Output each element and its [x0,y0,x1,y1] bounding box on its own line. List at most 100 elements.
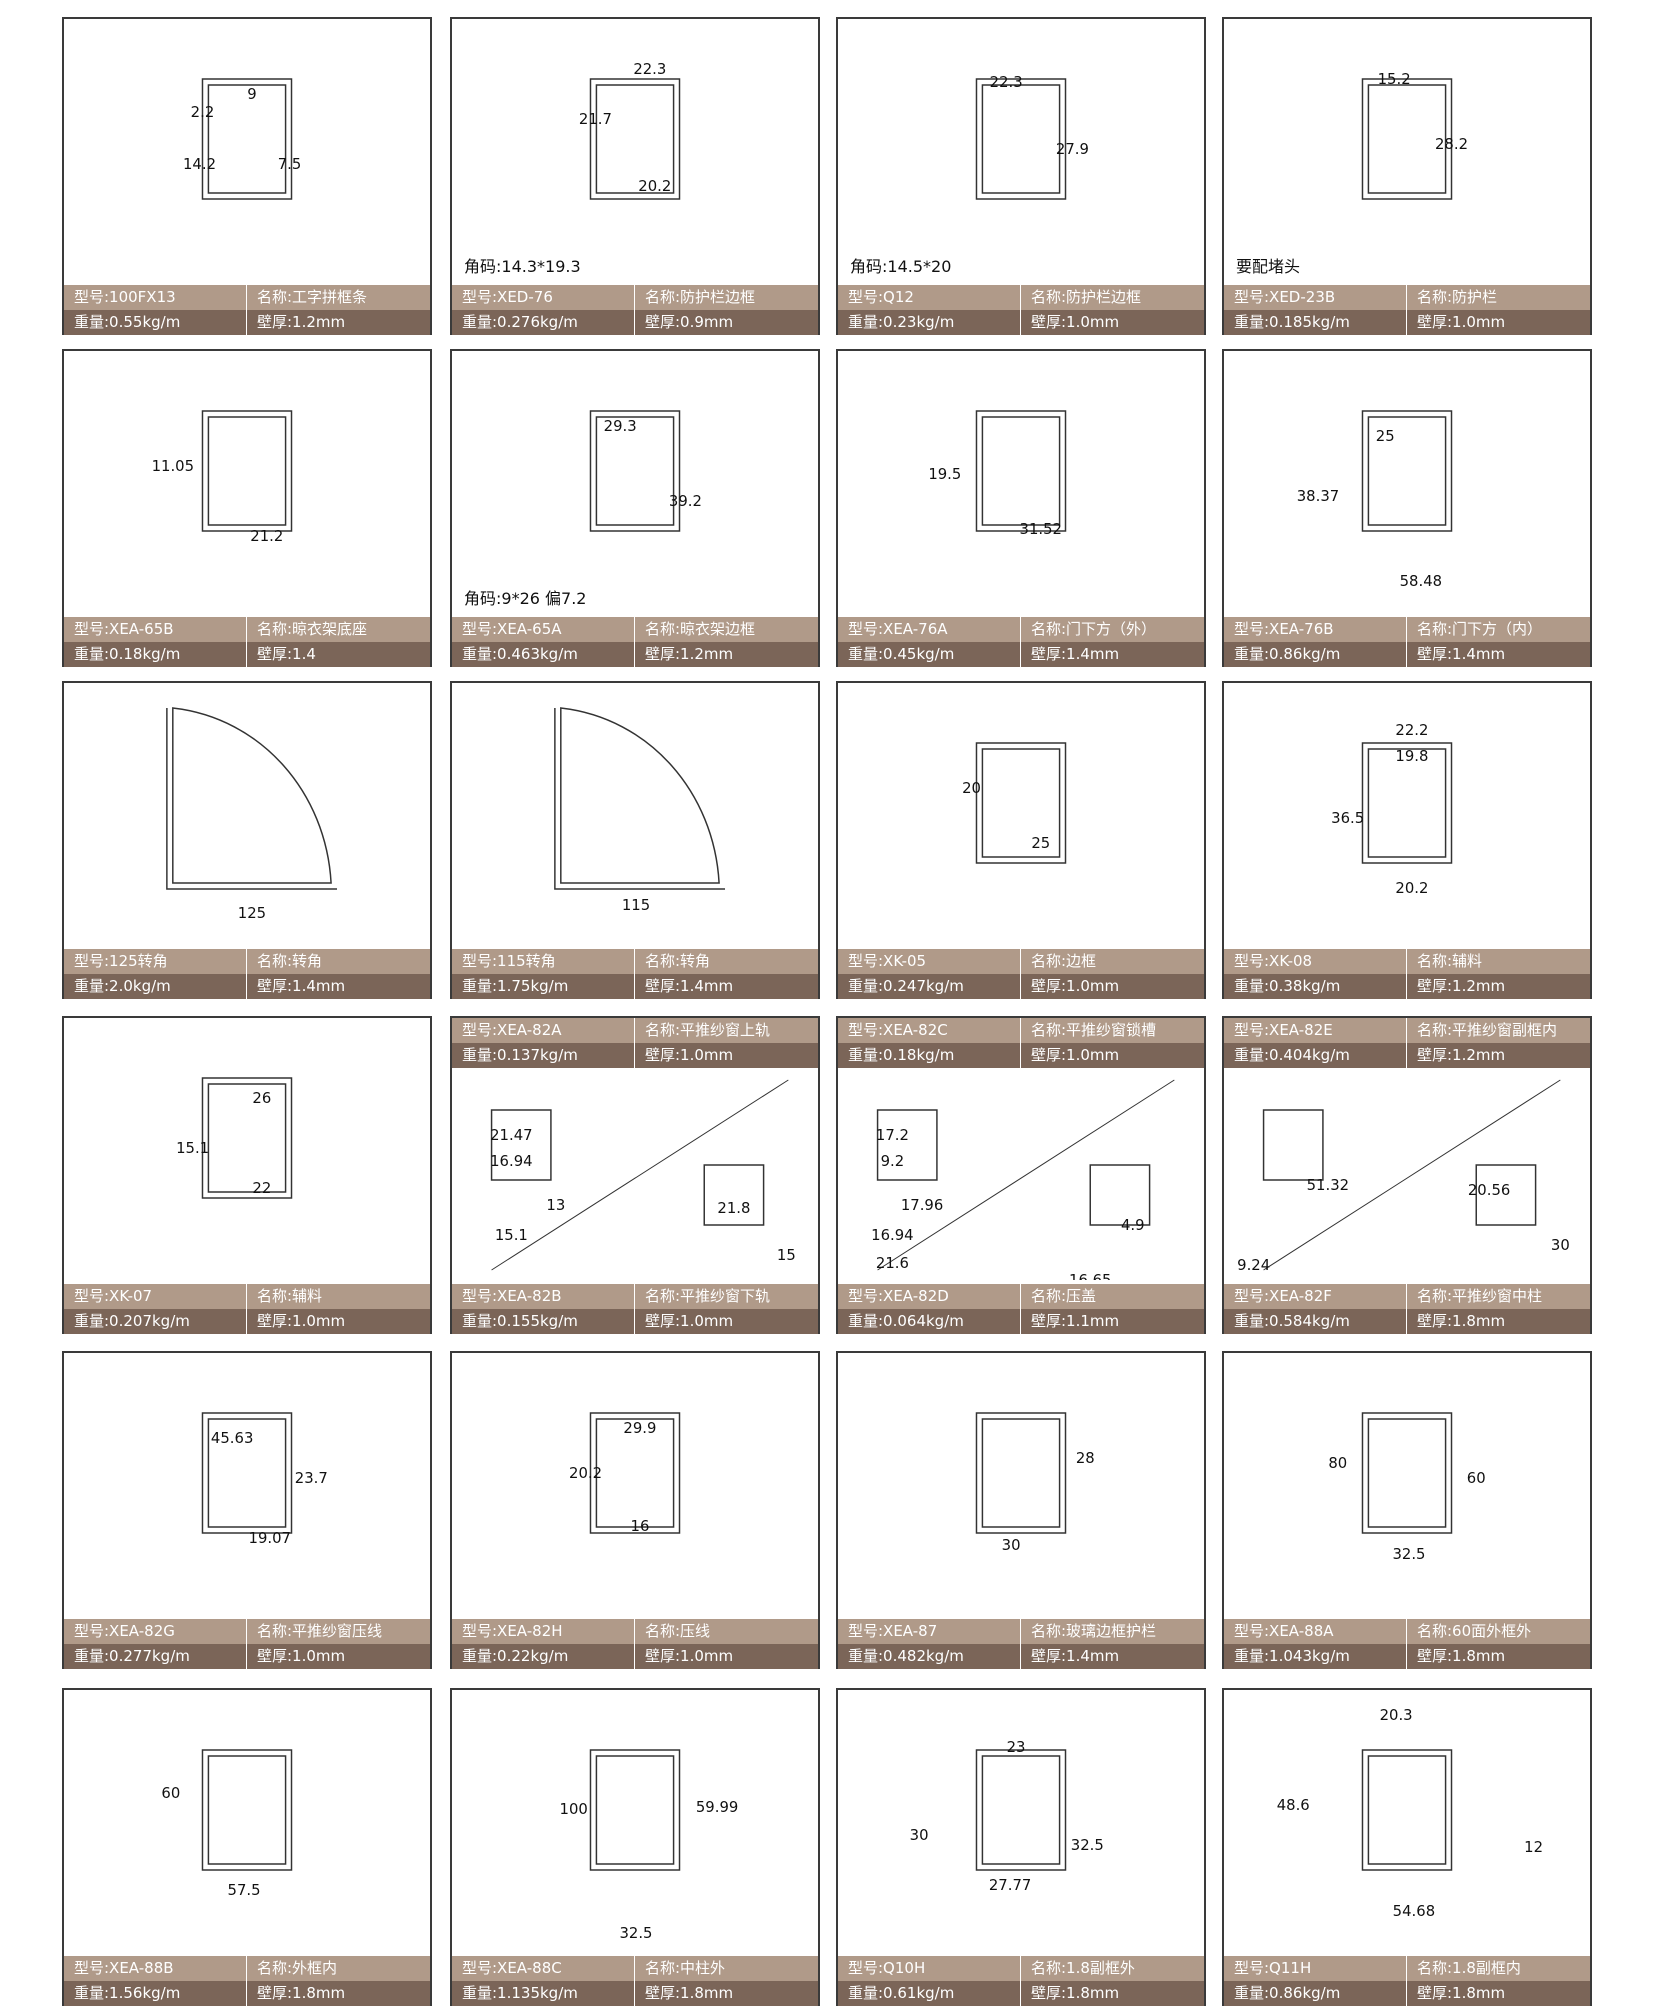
profile-drawing: 115 [452,683,818,941]
weight-label: 重量:1.043kg/m [1224,1644,1407,1669]
name-label: 名称:平推纱窗压线 [257,1622,383,1640]
dimension-label: 16.94 [490,1152,532,1170]
profile-svg: 22.3 27.9 [975,73,1089,200]
dimension-label: 25 [1376,427,1395,445]
dimension-label: 17.96 [901,1196,943,1214]
thickness-label: 壁厚:1.2mm [645,645,734,663]
dimension-label: 28.2 [1435,135,1468,153]
profile-note: 角码:9*26 偏7.2 [464,589,587,608]
profile-note: 角码:14.5*20 [850,257,952,276]
thickness-label: 壁厚:1.0mm [1031,977,1120,995]
dimension-label: 27.9 [1056,140,1089,158]
dimension-label: 9.24 [1237,1256,1270,1274]
name-label: 名称:平推纱窗副框内 [1417,1021,1558,1039]
dimension-label: 9 [247,85,256,103]
dimension-label: 20 [962,779,981,797]
dimension-label: 16.65 [1069,1271,1111,1280]
model-label: 型号:115转角 [452,949,635,974]
model-label: 型号:XEA-82F [1224,1284,1407,1309]
thickness-label: 壁厚:1.0mm [1031,1046,1120,1064]
model-label: 型号:XEA-65A [452,617,635,642]
dimension-label: 30 [1002,1536,1021,1554]
weight-label: 重量:0.45kg/m [838,642,1021,667]
spec-bar: 型号:115转角名称:转角 [452,949,818,974]
dimension-label: 45.63 [211,1429,253,1447]
thickness-label: 壁厚:1.0mm [645,1312,734,1330]
dimension-label: 22.3 [990,73,1023,91]
thickness-label: 壁厚:1.4mm [1031,1647,1120,1665]
dimension-label: 22 [252,1179,271,1197]
dimension-label: 26 [252,1089,271,1107]
thickness-label: 壁厚:1.8mm [257,1984,346,2002]
dimension-label: 21.7 [579,110,612,128]
weight-label: 重量:0.276kg/m [452,310,635,335]
profile-note: 角码:14.3*19.3 [464,257,581,276]
weight-label: 重量:0.86kg/m [1224,642,1407,667]
weight-label: 重量:0.064kg/m [838,1309,1021,1334]
model-label: 型号:XEA-76B [1224,617,1407,642]
dimension-label: 15.2 [1378,70,1411,88]
weight-label: 重量:0.404kg/m [1224,1043,1407,1068]
profile-svg: 29.339.2 [589,410,702,532]
thickness-label: 壁厚:1.1mm [1031,1312,1120,1330]
weight-label: 重量:0.482kg/m [838,1644,1021,1669]
dimension-label: 32.5 [1071,1836,1104,1854]
weight-label: 重量:0.23kg/m [838,310,1021,335]
dimension-label: 2.2 [191,103,215,121]
dimension-label: 54.68 [1393,1902,1435,1920]
name-label: 名称:防护栏 [1417,288,1498,306]
thickness-label: 壁厚:1.8mm [1417,1647,1506,1665]
dimension-label: 100 [560,1800,588,1818]
thickness-label: 壁厚:1.4mm [257,977,346,995]
dimension-label: 21.6 [876,1254,909,1272]
spec-bar: 型号:125转角名称:转角 [64,949,430,974]
dimension-label: 22.2 [1395,721,1428,739]
thickness-label: 壁厚:1.0mm [257,1312,346,1330]
model-label: 型号:XEA-87 [838,1619,1021,1644]
weight-label: 重量:1.56kg/m [64,1981,247,2006]
